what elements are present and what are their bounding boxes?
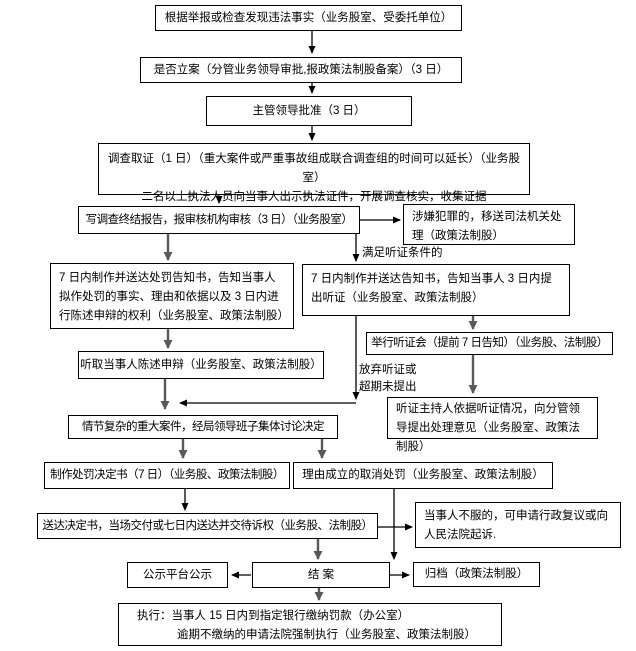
label-waive-hearing-line1: 放弃听证或 — [359, 364, 417, 376]
node-statement: 听取当事人陈述申辩（业务股室、政策法制股） — [78, 351, 324, 379]
node-delivery: 送达决定书，当场交付或七日内送达并交待诉权（业务股、法制股） — [37, 513, 378, 539]
node-appeal: 当事人不服的，可申请行政复议或向人民法院起诉. — [415, 502, 621, 548]
node-report: 根据举报或检查发现违法事实（业务股室、受委托单位） — [155, 5, 462, 31]
node-closing: 结 案 — [252, 562, 390, 588]
node-final-report: 写调查终结报告，报审核机构审核（3 日）（业务股室） — [78, 206, 360, 234]
node-archive: 归档（政策法制股） — [413, 562, 540, 587]
node-decision: 制作处罚决定书（7 日）（业务股、政策法制股） — [44, 462, 290, 489]
node-hearing-host: 听证主持人依据听证情况，向分管领导提出处理意见（业务股室、政策法制股） — [387, 397, 598, 453]
node-execution: 执行：当事人 15 日内到指定银行缴纳罚款（办公室） 逾期不缴纳的申请法院强制执… — [118, 603, 502, 646]
node-hearing: 举行听证会（提前 7 日告知）（业务股、法制股） — [366, 332, 613, 355]
node-approval: 主管领导批准（3 日） — [206, 96, 412, 126]
node-investigation: 调查取证（1 日）（重大案件或严重事故组成联合调查组的时间可以延长）（业务股室）… — [98, 143, 530, 203]
label-waive-hearing-line2: 超期未提出 — [359, 381, 417, 393]
node-cancel: 理由成立的取消处罚（业务股室、政策法制股） — [293, 462, 553, 489]
node-collective: 情节复杂的重大案件，经局领导班子集体讨论决定 — [68, 415, 338, 439]
node-hearing-notice: 7 日内制作并送达告知书，告知当事人 3 日内提出听证（业务股室、政策法制股） — [302, 264, 570, 316]
node-publicity: 公示平台公示 — [127, 562, 228, 588]
node-filing: 是否立案（分管业务领导审批,报政策法制股备案）（3 日） — [140, 57, 462, 83]
node-criminal: 涉嫌犯罪的，移送司法机关处理（政策法制股） — [403, 204, 575, 245]
label-hearing-condition: 满足听证条件的 — [362, 247, 443, 259]
node-penalty-notice: 7 日内制作并送达处罚告知书，告知当事人拟作处罚的事实、理由和依据以及 3 日内… — [50, 263, 294, 329]
